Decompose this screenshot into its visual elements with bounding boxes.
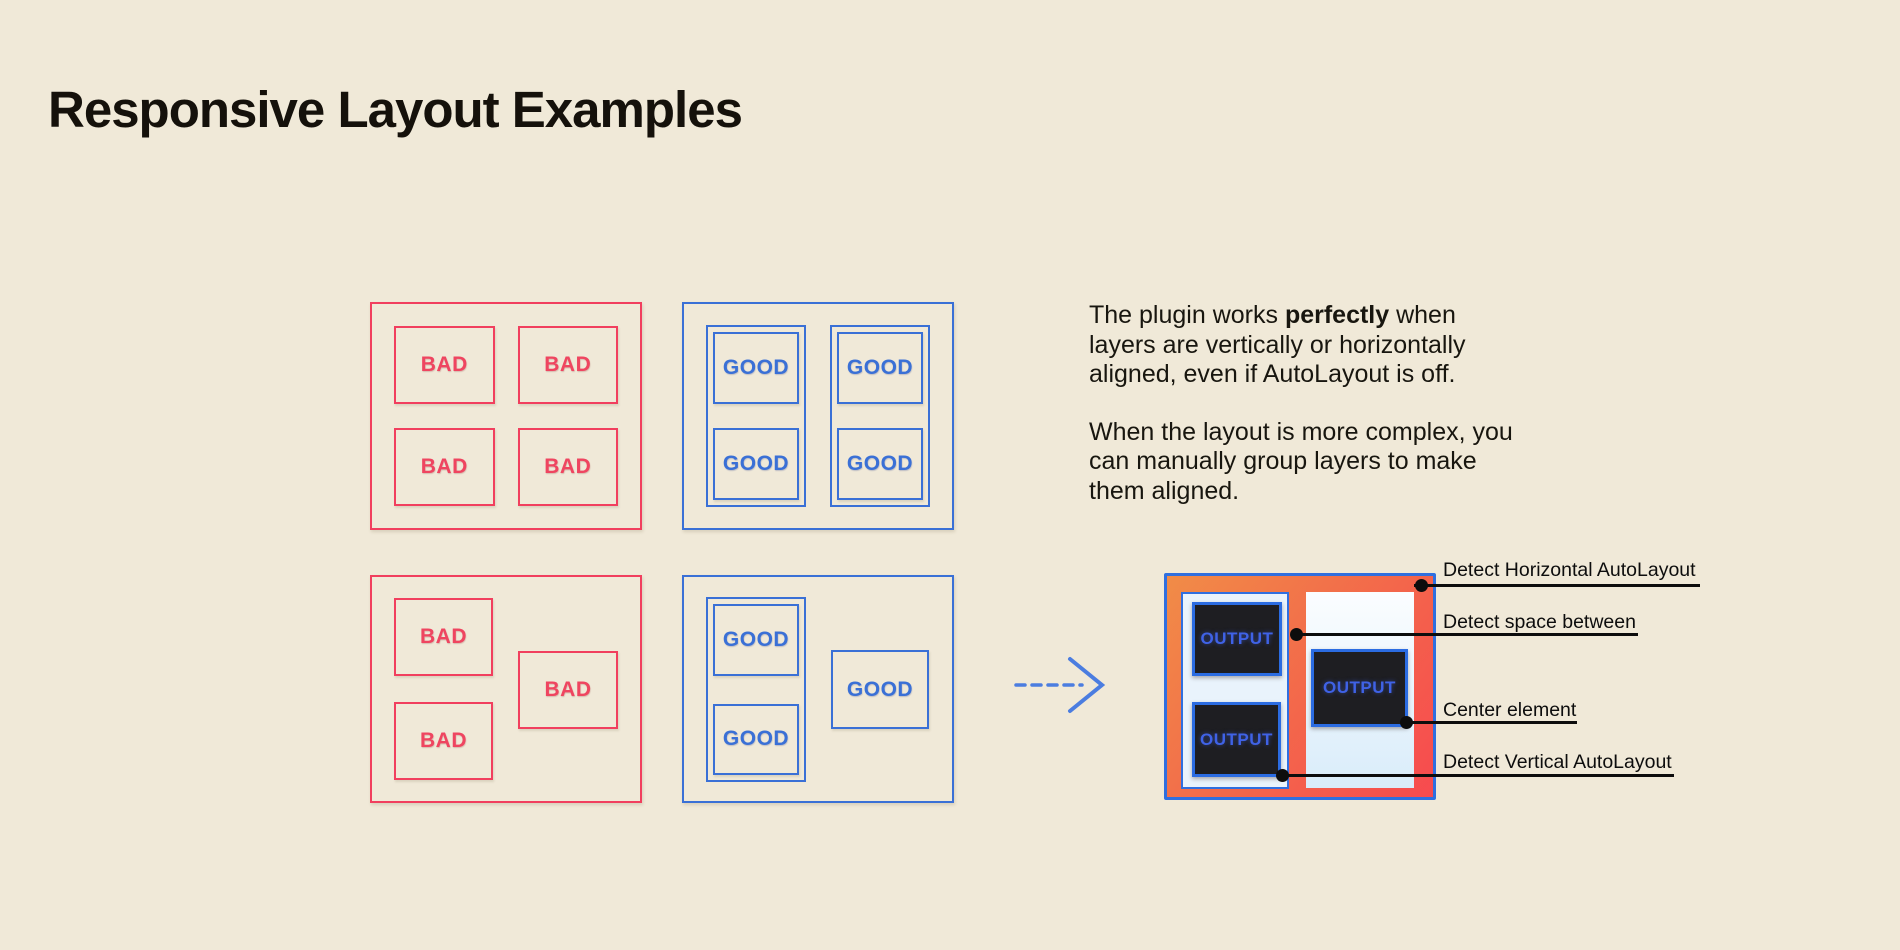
text-line: them aligned. xyxy=(1089,476,1240,505)
good-box: GOOD xyxy=(837,332,923,404)
text-line: can manually group layers to make xyxy=(1089,447,1477,475)
output-box: OUTPUT xyxy=(1192,702,1281,777)
good-label: GOOD xyxy=(722,727,790,751)
output-label: OUTPUT xyxy=(1200,729,1273,749)
bad-box: BAD xyxy=(517,326,618,404)
bad-box: BAD xyxy=(394,702,493,780)
bad-box: BAD xyxy=(394,428,495,506)
good-label: GOOD xyxy=(846,677,914,701)
annotation-dot xyxy=(1400,716,1413,729)
bad-label: BAD xyxy=(420,625,467,648)
annotation-dot xyxy=(1290,628,1303,641)
annotation-line xyxy=(1297,633,1638,636)
good-box: GOOD xyxy=(831,650,929,729)
bad-label: BAD xyxy=(420,455,468,478)
output-result-frame: OUTPUT OUTPUT OUTPUT xyxy=(1164,573,1436,800)
bad-label: BAD xyxy=(544,353,592,376)
annotation-detect-horizontal-autolayout: Detect Horizontal AutoLayout xyxy=(1443,559,1696,581)
bad-box: BAD xyxy=(518,651,618,729)
good-label: GOOD xyxy=(846,356,914,379)
good-box: GOOD xyxy=(713,604,799,676)
good-scattered-frame: GOOD GOOD GOOD xyxy=(682,575,954,803)
bad-label: BAD xyxy=(420,729,467,752)
annotation-line xyxy=(1414,584,1700,587)
output-label: OUTPUT xyxy=(1200,629,1274,648)
bad-box: BAD xyxy=(517,428,618,506)
annotation-dot xyxy=(1415,579,1428,592)
annotation-line xyxy=(1407,721,1577,724)
bad-scattered-frame: BAD BAD BAD xyxy=(370,575,642,803)
paragraph-1: The plugin works perfectly when layers a… xyxy=(1089,301,1513,390)
good-group: GOOD GOOD xyxy=(706,325,806,507)
text-line: When the layout is more complex, you xyxy=(1089,417,1513,446)
description-text: The plugin works perfectly when layers a… xyxy=(1089,301,1513,506)
annotation-detect-vertical-autolayout: Detect Vertical AutoLayout xyxy=(1443,751,1672,773)
page-title: Responsive Layout Examples xyxy=(48,81,743,139)
arrow-right-icon xyxy=(1014,657,1106,713)
text-line: aligned, even if AutoLayout is off. xyxy=(1089,360,1456,388)
good-group: GOOD GOOD xyxy=(706,597,806,782)
annotation-line xyxy=(1283,774,1674,777)
good-box: GOOD xyxy=(837,428,923,500)
output-box: OUTPUT xyxy=(1192,602,1282,676)
good-box: GOOD xyxy=(713,428,799,500)
output-label: OUTPUT xyxy=(1323,678,1396,697)
output-box: OUTPUT xyxy=(1311,649,1408,727)
good-box: GOOD xyxy=(713,703,799,775)
good-label: GOOD xyxy=(722,627,790,651)
good-label: GOOD xyxy=(722,356,790,379)
text-line: The plugin works perfectly when xyxy=(1089,301,1456,329)
good-box: GOOD xyxy=(713,332,799,404)
good-label: GOOD xyxy=(722,452,790,475)
good-label: GOOD xyxy=(846,452,914,475)
text-line: layers are vertically or horizontally xyxy=(1089,330,1466,359)
bad-grid-frame: BAD BAD BAD BAD xyxy=(370,302,642,530)
good-group: GOOD GOOD xyxy=(830,325,930,507)
bad-box: BAD xyxy=(394,598,493,676)
bad-box: BAD xyxy=(394,326,495,404)
paragraph-2: When the layout is more complex, you can… xyxy=(1089,418,1513,507)
bad-label: BAD xyxy=(544,678,592,701)
annotation-center-element: Center element xyxy=(1443,699,1577,721)
annotation-detect-space-between: Detect space between xyxy=(1443,611,1636,633)
bad-label: BAD xyxy=(420,353,468,376)
good-grid-frame: GOOD GOOD GOOD GOOD xyxy=(682,302,954,530)
annotation-dot xyxy=(1276,769,1289,782)
bad-label: BAD xyxy=(544,455,592,478)
